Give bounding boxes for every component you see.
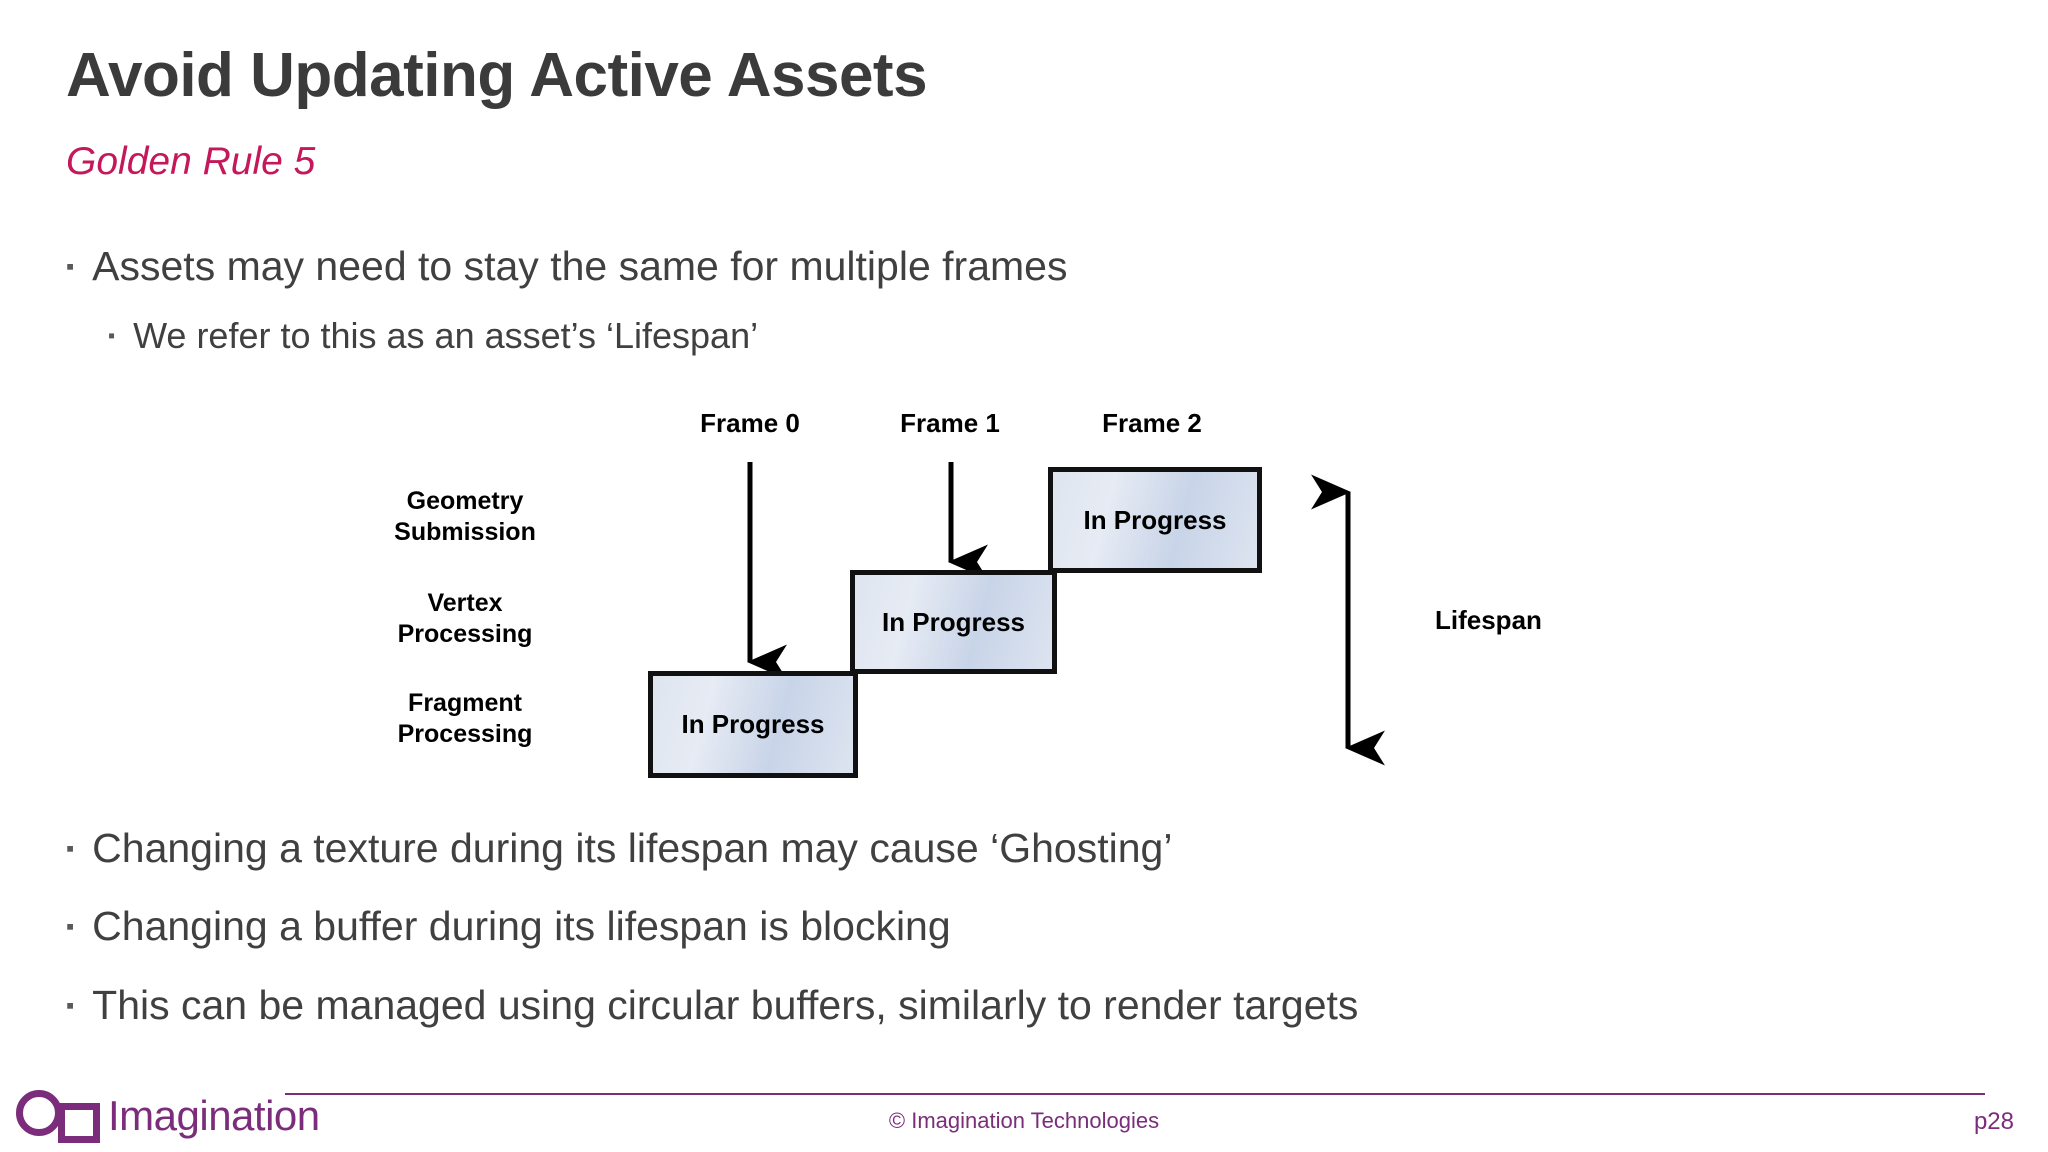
stage-label-line-2: Processing — [397, 719, 533, 748]
bullet-item-lifespan-definition: ▪ We refer to this as an asset’s ‘Lifesp… — [108, 315, 758, 357]
stage-label-fragment-processing: Fragment Processing — [345, 688, 585, 749]
frame-label-2: Frame 2 — [1102, 408, 1202, 438]
pipeline-box-label: In Progress — [1083, 504, 1227, 535]
pipeline-box-label: In Progress — [881, 606, 1026, 637]
footer-divider — [285, 1093, 1985, 1095]
stage-label-line-1: Vertex — [427, 589, 503, 617]
bullet-text: Assets may need to stay the same for mul… — [92, 243, 1068, 289]
bullet-item-assets-lifespan: ▪ Assets may need to stay the same for m… — [66, 243, 1067, 290]
page-number: p28 — [1973, 1108, 2014, 1135]
pipeline-box-frame0-fragment: In Progress — [648, 671, 858, 778]
imagination-logo-mark-icon — [14, 1086, 120, 1143]
bullet-marker-icon: ▪ — [66, 992, 75, 1018]
bullet-item-circular-buffers: ▪ This can be managed using circular buf… — [66, 982, 1358, 1029]
page-title: Avoid Updating Active Assets — [66, 41, 928, 110]
bullet-marker-icon: ▪ — [66, 835, 75, 861]
imagination-logo: Imagination — [14, 1086, 320, 1143]
stage-label-line-1: Fragment — [408, 689, 522, 717]
frame-label-1: Frame 1 — [900, 408, 1000, 438]
frame-label-0: Frame 0 — [700, 408, 800, 438]
lifespan-label: Lifespan — [1435, 605, 1542, 635]
logo-square-icon — [58, 1103, 100, 1143]
pipeline-box-label: In Progress — [681, 709, 825, 739]
bullet-marker-icon: ▪ — [108, 325, 116, 347]
stage-label-line-2: Processing — [397, 619, 533, 648]
stage-label-geometry-submission: Geometry Submission — [345, 486, 585, 547]
logo-wordmark: Imagination — [108, 1092, 320, 1139]
pipeline-box-frame1-vertex: In Progress — [850, 570, 1057, 674]
bullet-marker-icon: ▪ — [66, 253, 75, 279]
bullet-text: This can be managed using circular buffe… — [92, 982, 1359, 1028]
copyright-text: © Imagination Technologies — [888, 1108, 1160, 1133]
pipeline-box-frame2-geometry: In Progress — [1048, 467, 1262, 573]
bullet-item-texture-ghosting: ▪ Changing a texture during its lifespan… — [66, 825, 1172, 872]
stage-label-line-2: Submission — [394, 517, 536, 546]
bullet-text: Changing a buffer during its lifespan is… — [92, 903, 951, 949]
stage-label-line-1: Geometry — [406, 487, 524, 515]
bullet-item-buffer-blocking: ▪ Changing a buffer during its lifespan … — [66, 903, 951, 950]
page-subtitle: Golden Rule 5 — [66, 140, 316, 183]
bullet-text: Changing a texture during its lifespan m… — [92, 825, 1173, 871]
bullet-text: We refer to this as an asset’s ‘Lifespan… — [133, 315, 759, 356]
stage-label-vertex-processing: Vertex Processing — [345, 588, 585, 649]
bullet-marker-icon: ▪ — [66, 913, 75, 939]
